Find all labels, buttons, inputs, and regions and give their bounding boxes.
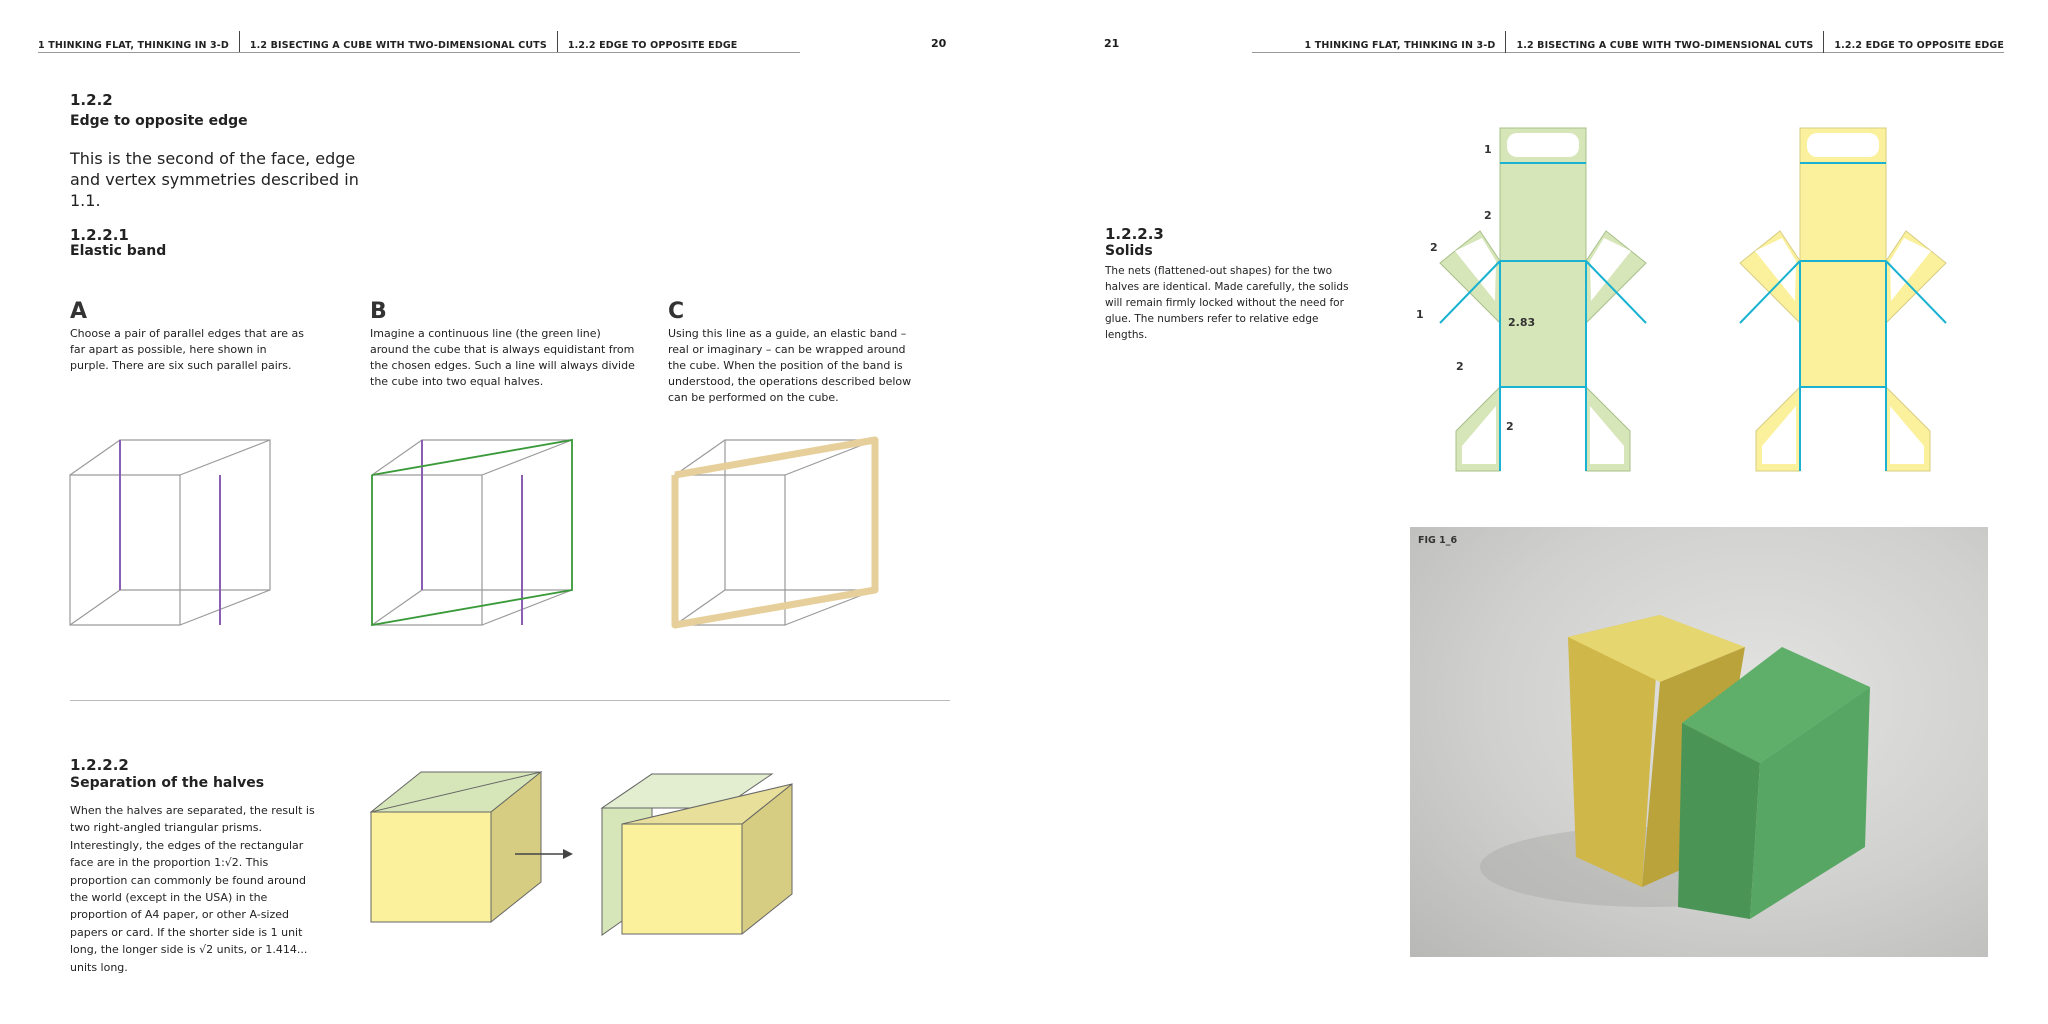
net-label-2-upper: 2	[1484, 209, 1492, 222]
net-label-1-wing: 1	[1416, 308, 1424, 321]
cube-a-diagram	[69, 439, 271, 626]
step-a-text: Choose a pair of parallel edges that are…	[70, 327, 304, 372]
figure-label: FIG 1_6	[1418, 535, 1458, 546]
section-divider	[70, 700, 950, 701]
step-b-letter: B	[370, 299, 387, 324]
solids-number: 1.2.2.3	[1105, 225, 1164, 243]
elastic-band	[671, 436, 879, 629]
net-yellow-diagram	[1739, 127, 1947, 472]
step-a-letter: A	[70, 299, 88, 324]
net-green-diagram: 1 2 2 1 2.83 2 2	[1416, 127, 1647, 472]
solids-text: The nets (flattened-out shapes) for the …	[1105, 265, 1349, 341]
step-c-letter: C	[668, 299, 685, 324]
step-c-text: Using this line as a guide, an elastic b…	[668, 327, 912, 404]
header-section: 1.2 BISECTING A CUBE WITH TWO-DIMENSIONA…	[249, 39, 547, 51]
net-label-2-wing: 2	[1430, 241, 1438, 254]
running-header-right: 1 THINKING FLAT, THINKING IN 3-D 1.2 BISE…	[1295, 31, 2004, 53]
separation-number: 1.2.2.2	[70, 756, 129, 774]
green-equidistant-line	[371, 438, 573, 627]
cube-c-diagram	[671, 436, 879, 629]
separation-text: When the halves are separated, the resul…	[70, 804, 315, 974]
prisms-illustration	[1480, 615, 1870, 919]
header-chapter: 1 THINKING FLAT, THINKING IN 3-D	[38, 39, 229, 51]
net-label-2-83: 2.83	[1508, 316, 1535, 329]
net-label-1-top: 1	[1484, 143, 1492, 156]
page-number-right: 21	[1104, 37, 1120, 50]
separation-title: Separation of the halves	[70, 775, 265, 791]
section-title: Edge to opposite edge	[70, 113, 248, 129]
header-rule-left	[38, 52, 800, 53]
header-rule-right	[1252, 52, 2004, 53]
running-header-left: 1 THINKING FLAT, THINKING IN 3-D 1.2 BISE…	[38, 31, 747, 53]
separated-halves-diagram	[600, 773, 793, 936]
elastic-title: Elastic band	[70, 243, 167, 259]
solids-title: Solids	[1105, 243, 1153, 259]
cube-b-diagram	[371, 438, 573, 627]
page-number-left: 20	[931, 37, 947, 50]
net-label-2-lower: 2	[1456, 360, 1464, 373]
prism-photo: FIG 1_6	[1410, 527, 1988, 957]
elastic-number: 1.2.2.1	[70, 226, 129, 244]
section-intro: This is the second of the face, edge and…	[70, 149, 359, 210]
header-chapter-right: 1 THINKING FLAT, THINKING IN 3-D	[1304, 39, 1496, 51]
header-section-right: 1.2 BISECTING A CUBE WITH TWO-DIMENSIONA…	[1516, 39, 1814, 51]
header-subsection-right: 1.2.2 EDGE TO OPPOSITE EDGE	[1834, 39, 2004, 51]
section-number: 1.2.2	[70, 91, 113, 109]
arrow-icon	[515, 849, 573, 859]
header-subsection: 1.2.2 EDGE TO OPPOSITE EDGE	[567, 39, 738, 51]
closed-cube-diagram	[369, 770, 543, 924]
net-label-2-bottom: 2	[1506, 420, 1514, 433]
step-b-text: Imagine a continuous line (the green lin…	[370, 327, 635, 388]
